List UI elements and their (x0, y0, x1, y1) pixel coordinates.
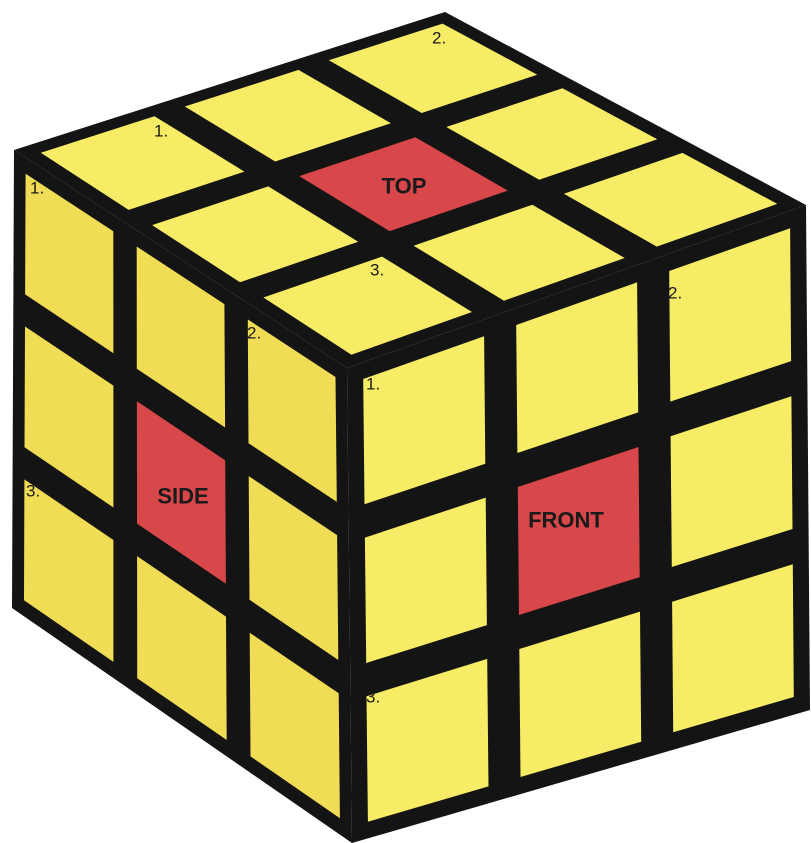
side-corner-label-1: 1. (30, 179, 44, 198)
side-corner-label-3: 3. (26, 482, 40, 501)
side-face-label: SIDE (157, 484, 208, 509)
top-corner-label-2: 2. (432, 29, 446, 48)
front-corner-label-1: 1. (366, 375, 380, 394)
front-corner-label-3: 3. (366, 688, 380, 707)
top-face-label: TOP (382, 174, 427, 199)
front-face-label: FRONT (528, 508, 604, 533)
top-corner-label-1: 1. (154, 122, 168, 141)
top-corner-label-3: 3. (370, 261, 384, 280)
front-corner-label-2: 2. (668, 284, 682, 303)
side-corner-label-2: 2. (247, 324, 261, 343)
